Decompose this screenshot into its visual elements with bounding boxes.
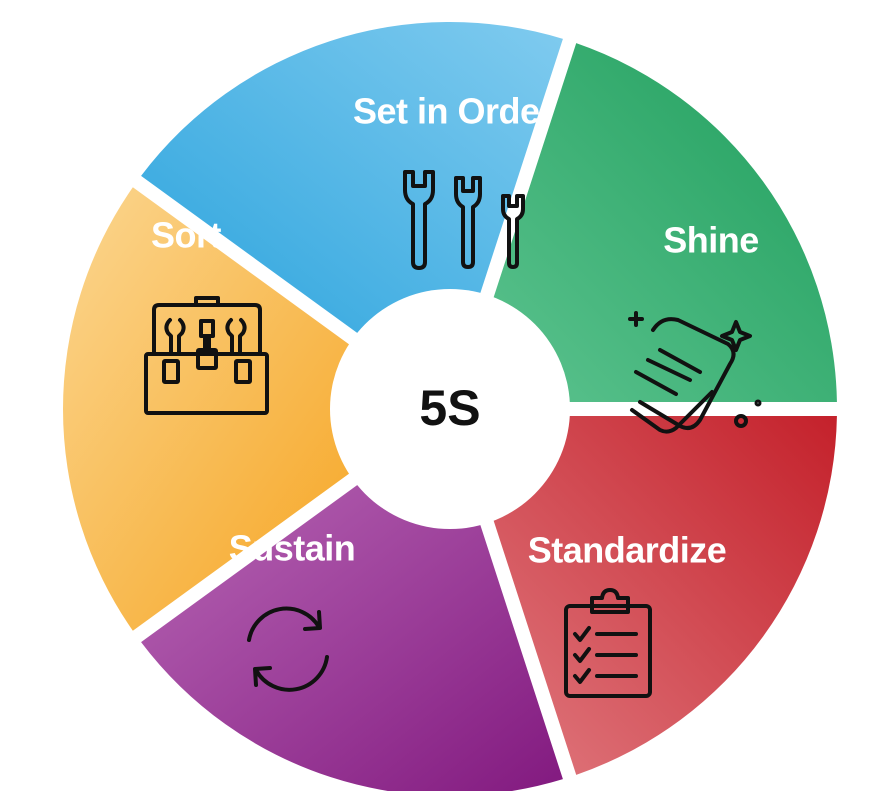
segment-sort [63,187,370,631]
segment-label-sort: Sort [151,215,222,256]
segment-label-sustain: Sustain [229,528,356,569]
toolbox-icon [144,296,269,415]
refresh-arrows-icon [247,606,329,692]
segment-set-in-order [141,22,563,348]
hand-wiping-icon [628,311,762,434]
segment-shine [485,43,837,403]
segment-label-shine: Shine [663,220,759,261]
segment-label-set-in-order: Set in Order [353,91,554,132]
segment-standardize [485,415,837,775]
segment-label-standardize: Standardize [528,530,727,571]
center-hub [330,289,570,529]
wrenches-icon [403,170,525,270]
checklist-clipboard-icon [564,588,652,698]
segment-sustain [141,470,563,791]
center-label: 5S [419,380,480,436]
